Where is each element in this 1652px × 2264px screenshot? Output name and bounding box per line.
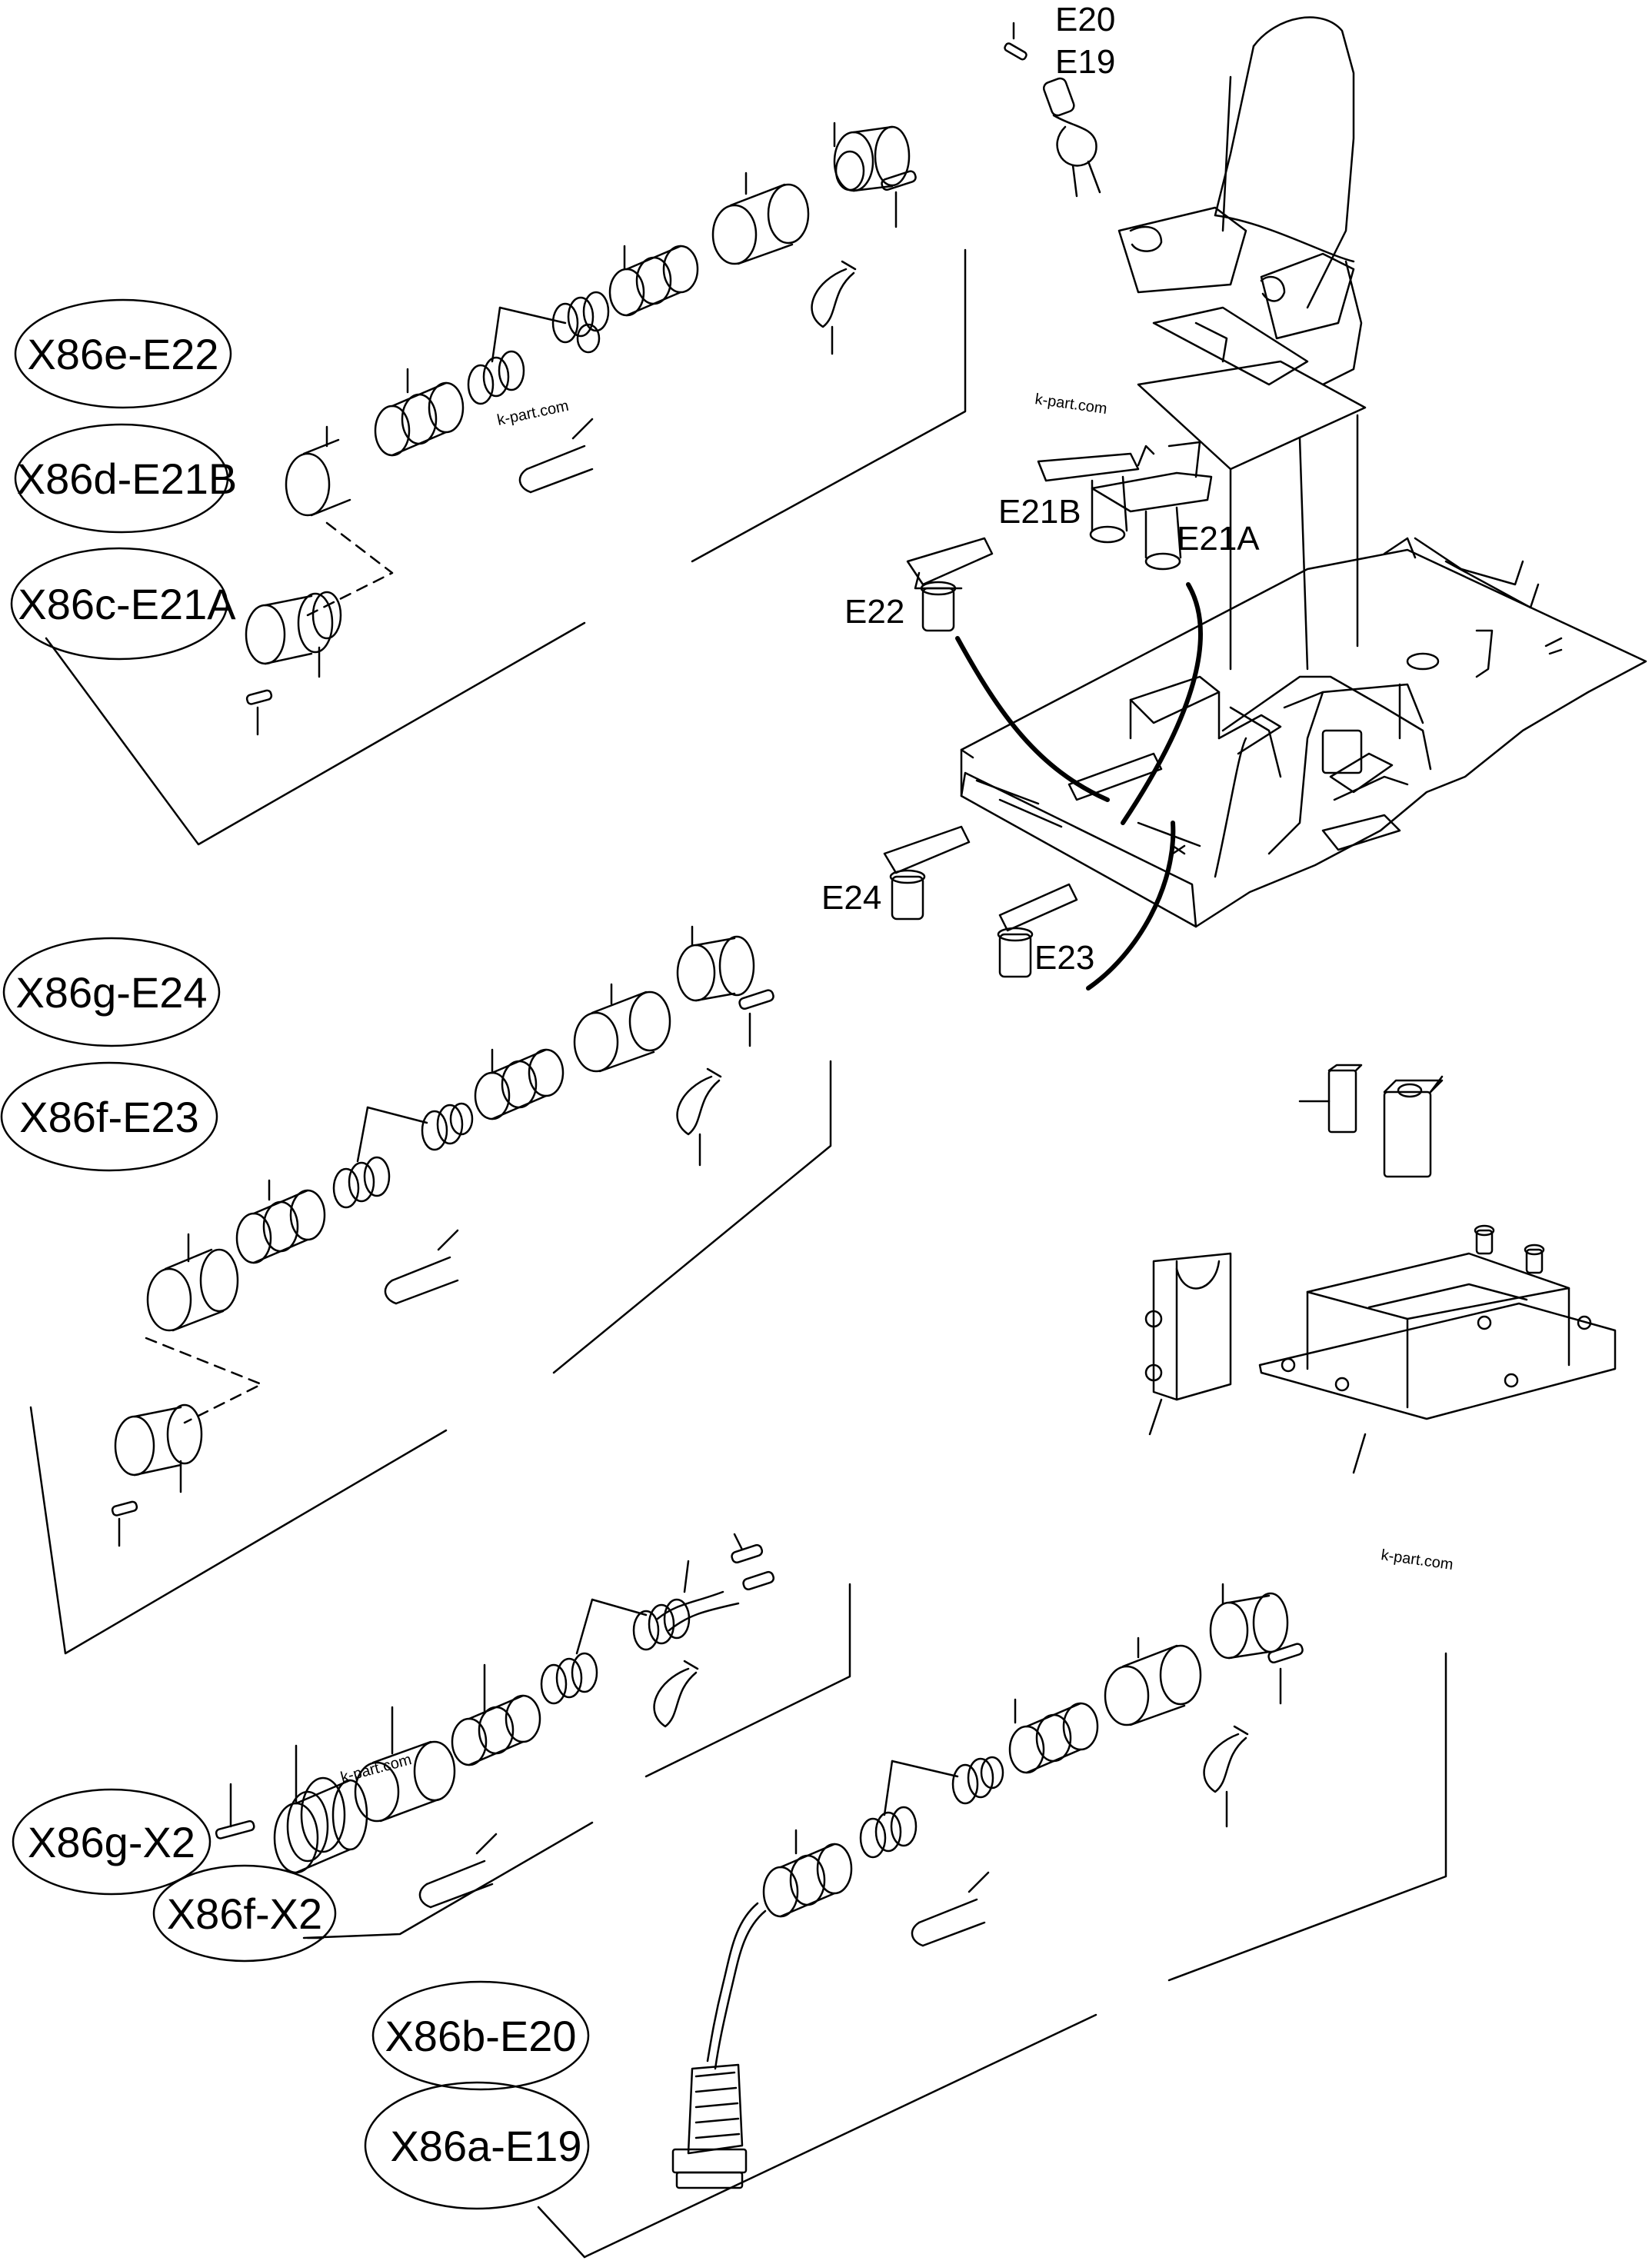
- cab-floor-plate: [960, 414, 1647, 928]
- callout-label: X86d-E21B: [17, 454, 237, 503]
- connector-housing: [374, 368, 465, 457]
- coupling-nut: [1008, 1698, 1099, 1774]
- cable-e23: [1086, 821, 1176, 990]
- connector-housing: [762, 1829, 853, 1918]
- callout-label: X86a-E19: [390, 2122, 581, 2170]
- label-e21a: E21A: [1177, 520, 1260, 558]
- cable-clip: [653, 1660, 699, 1728]
- connector-pin: [738, 989, 774, 1047]
- sleeve-tube: [573, 983, 671, 1073]
- sleeve-tube: [354, 1706, 456, 1823]
- pedal-e24: [883, 825, 971, 921]
- callout-x86g-e24: X86g-E24: [2, 937, 221, 1047]
- coupling-nut: [608, 245, 699, 317]
- spring-coil-b: [332, 1106, 428, 1209]
- callout-x86f-x2: X86f-X2: [152, 1864, 337, 1963]
- connector-assembly-bottom-left: [215, 1533, 851, 1939]
- spring-coil-b: [467, 306, 567, 405]
- boot-sleeve: [146, 1233, 239, 1332]
- boot-sleeve: [285, 425, 351, 517]
- label-e21b: E21B: [998, 493, 1081, 531]
- relay-small: [1298, 1064, 1363, 1134]
- connector-pin: [1267, 1643, 1304, 1705]
- heat-shrink: [384, 1229, 459, 1305]
- sleeve-tube: [1104, 1636, 1202, 1726]
- spring-coil-b: [859, 1760, 959, 1859]
- plug-front: [245, 591, 342, 678]
- label-e23: E23: [1034, 939, 1094, 977]
- spring-coil-a: [951, 1756, 1004, 1805]
- spring-coil-a: [551, 291, 610, 354]
- connector-rear-body: [1209, 1583, 1289, 1660]
- callout-x86b-e20: X86b-E20: [371, 1980, 590, 2091]
- wire-terminals: [656, 1533, 775, 1632]
- cable-clip: [811, 260, 857, 355]
- callout-leader-lines: [45, 637, 586, 2259]
- callout-x86a-e19: X86a-E19: [364, 2081, 590, 2210]
- spring-coil-b: [540, 1598, 648, 1705]
- cable-clip: [1203, 1725, 1249, 1828]
- cable-e22: [955, 636, 1110, 802]
- pedal-e22: [906, 537, 994, 632]
- watermark: k-part.com: [1380, 1547, 1454, 1573]
- pedal-e21a: [1091, 441, 1213, 571]
- connector-rear-body: [833, 122, 911, 192]
- holder-bracket: [1144, 1252, 1232, 1436]
- spring-coil-a: [421, 1102, 474, 1151]
- watermark: k-part.com: [495, 398, 570, 429]
- callout-label: X86f-E23: [19, 1093, 199, 1141]
- connector-rear-body: [676, 925, 755, 1002]
- callout-x86d-e21b: X86d-E21B: [14, 423, 237, 534]
- callout-x86f-e23: X86f-E23: [0, 1061, 218, 1172]
- label-e24: E24: [821, 879, 881, 917]
- callout-label: X86c-E21A: [18, 580, 236, 628]
- callout-label: X86g-X2: [28, 1818, 195, 1866]
- label-e19: E19: [1055, 43, 1115, 81]
- contact-pin-small: [215, 1783, 255, 1840]
- callout-label: X86e-E22: [27, 330, 218, 378]
- connector-assembly-middle: [29, 925, 832, 1655]
- contact-pin-small: [245, 689, 273, 736]
- label-e22: E22: [844, 593, 904, 631]
- wire-harness: [706, 1902, 767, 2070]
- cable-clip: [676, 1067, 722, 1167]
- callout-label: X86g-E24: [15, 968, 207, 1017]
- coupling-nut: [451, 1663, 541, 1766]
- connector-assembly-bottom-right: [583, 1583, 1447, 2259]
- callout-label: X86f-X2: [167, 1889, 322, 1938]
- callout-x86e-e22: X86e-E22: [14, 298, 232, 409]
- plug-front: [114, 1403, 203, 1493]
- heat-shrink: [418, 1833, 498, 1909]
- harness-plug: [671, 2063, 748, 2189]
- operator-seat: [1117, 16, 1367, 471]
- connector-pin: [881, 170, 917, 228]
- label-e20: E20: [1055, 1, 1115, 38]
- callout-label: X86b-E20: [385, 2012, 576, 2060]
- callout-x86c-e21a: X86c-E21A: [10, 547, 236, 661]
- coupling-nut: [474, 1048, 565, 1120]
- sleeve-tube: [711, 171, 810, 265]
- mounting-box: [1258, 1224, 1617, 1474]
- spring-coil-a: [632, 1598, 691, 1651]
- contact-pin-small: [111, 1500, 138, 1547]
- connector-assembly-top: [56, 122, 967, 846]
- joystick-e19-e20: [1004, 22, 1101, 198]
- watermark: k-part.com: [1034, 391, 1108, 418]
- connector-housing: [235, 1179, 326, 1264]
- relay-large: [1383, 1075, 1444, 1178]
- heat-shrink: [911, 1871, 990, 1947]
- callout-x86g-x2: X86g-X2: [12, 1788, 211, 1896]
- pedal-e23: [997, 883, 1078, 978]
- bulkhead-connector: [273, 1744, 368, 1874]
- heat-shrink: [518, 418, 594, 494]
